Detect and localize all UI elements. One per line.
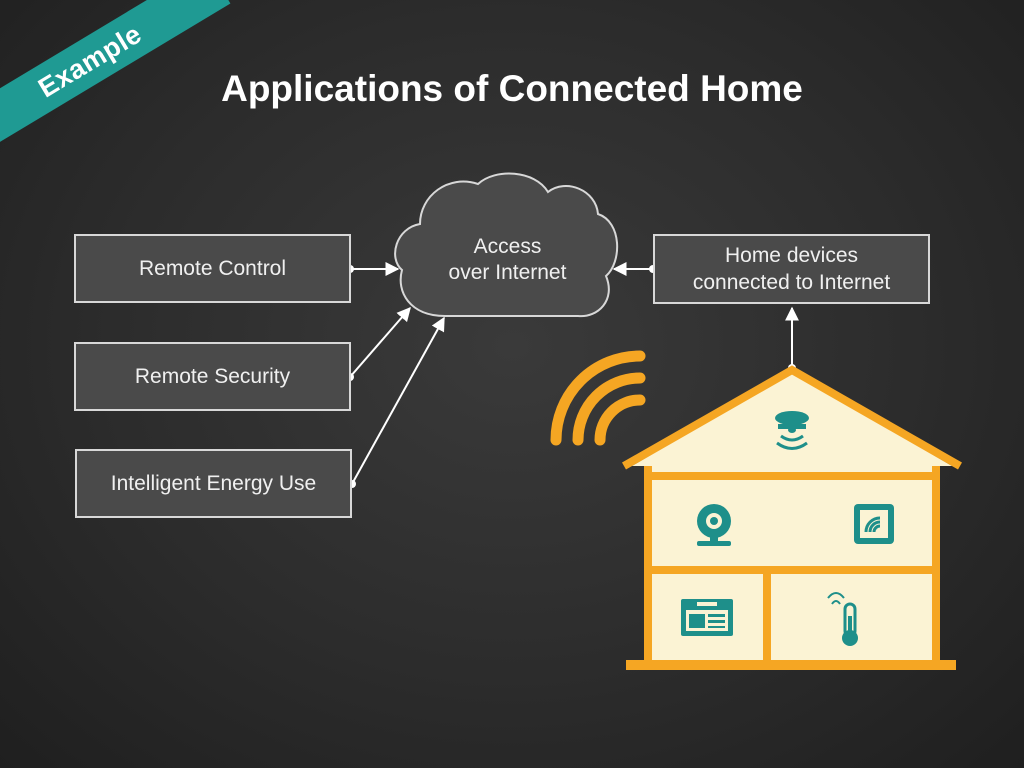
connector-remote-security (346, 306, 411, 381)
control-panel-icon (681, 599, 733, 636)
cloud-label-line2: over Internet (448, 261, 567, 284)
connector-remote-control (346, 262, 400, 276)
cloud-label-line1: Access (473, 235, 542, 258)
connector-energy (348, 316, 445, 488)
remote-security-box: Remote Security (74, 342, 351, 411)
remote-security-label: Remote Security (134, 365, 291, 388)
intelligent-energy-use-label: Intelligent Energy Use (110, 472, 317, 495)
wifi-signal-icon (550, 350, 646, 446)
cloud-shape (394, 172, 619, 318)
home-devices-line1: Home devices (724, 244, 859, 267)
intelligent-energy-use-box: Intelligent Energy Use (75, 449, 352, 518)
connector-house-to-devices (785, 306, 799, 372)
thermostat-panel-icon (854, 504, 894, 544)
cloud-label: Access over Internet (420, 234, 595, 286)
page-title: Applications of Connected Home (221, 68, 803, 109)
remote-control-box: Remote Control (74, 234, 351, 303)
smoke-detector-icon (775, 411, 809, 450)
remote-control-label: Remote Control (138, 257, 287, 280)
home-devices-box: Home devices connected to Internet (653, 234, 930, 304)
webcam-icon (697, 504, 731, 546)
connector-home-devices (612, 262, 657, 276)
home-devices-line2: connected to Internet (692, 271, 891, 294)
thermometer-icon (827, 592, 858, 646)
